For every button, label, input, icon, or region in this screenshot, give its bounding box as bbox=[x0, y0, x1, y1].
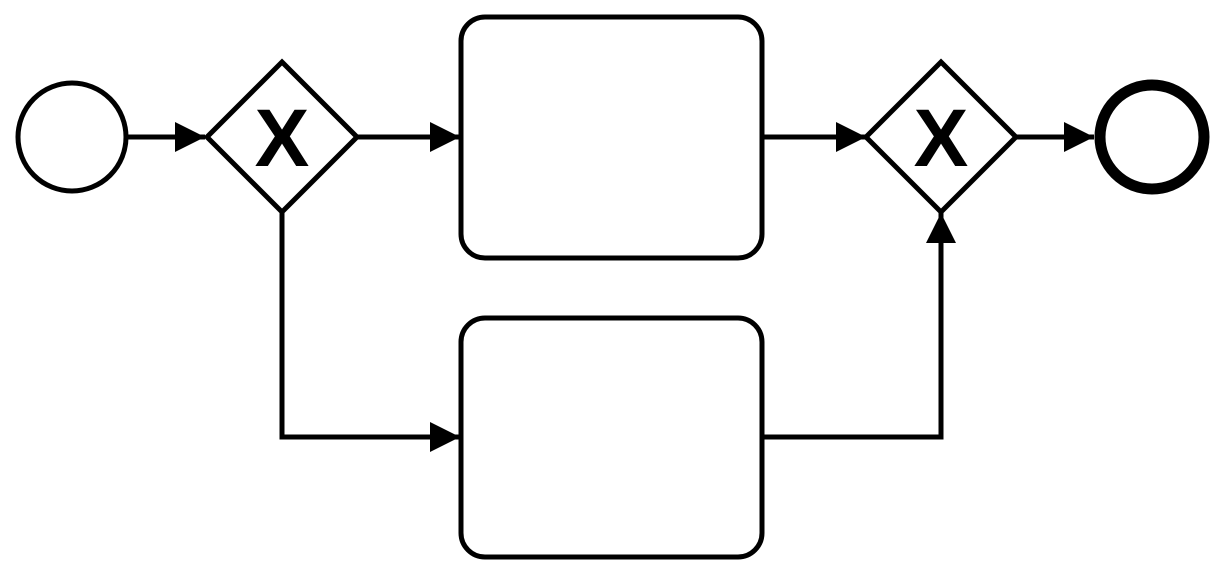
gateway-x-marker: X bbox=[255, 93, 310, 184]
gateway-x-marker: X bbox=[914, 93, 969, 184]
task-box bbox=[458, 14, 765, 261]
split-gateway[interactable]: X bbox=[203, 58, 361, 216]
gateway-diamond bbox=[203, 58, 361, 216]
end-event[interactable] bbox=[1094, 79, 1210, 195]
task-box bbox=[458, 315, 765, 560]
gateway-diamond bbox=[862, 58, 1020, 216]
task-upper[interactable] bbox=[458, 14, 765, 261]
flow-task-lower-to-merge[interactable] bbox=[762, 213, 956, 440]
task-lower[interactable] bbox=[458, 315, 765, 560]
sequence-flows bbox=[127, 122, 1094, 452]
start-event[interactable] bbox=[15, 80, 129, 194]
merge-gateway[interactable]: X bbox=[862, 58, 1020, 216]
flow-split-to-task-lower[interactable] bbox=[279, 211, 460, 452]
